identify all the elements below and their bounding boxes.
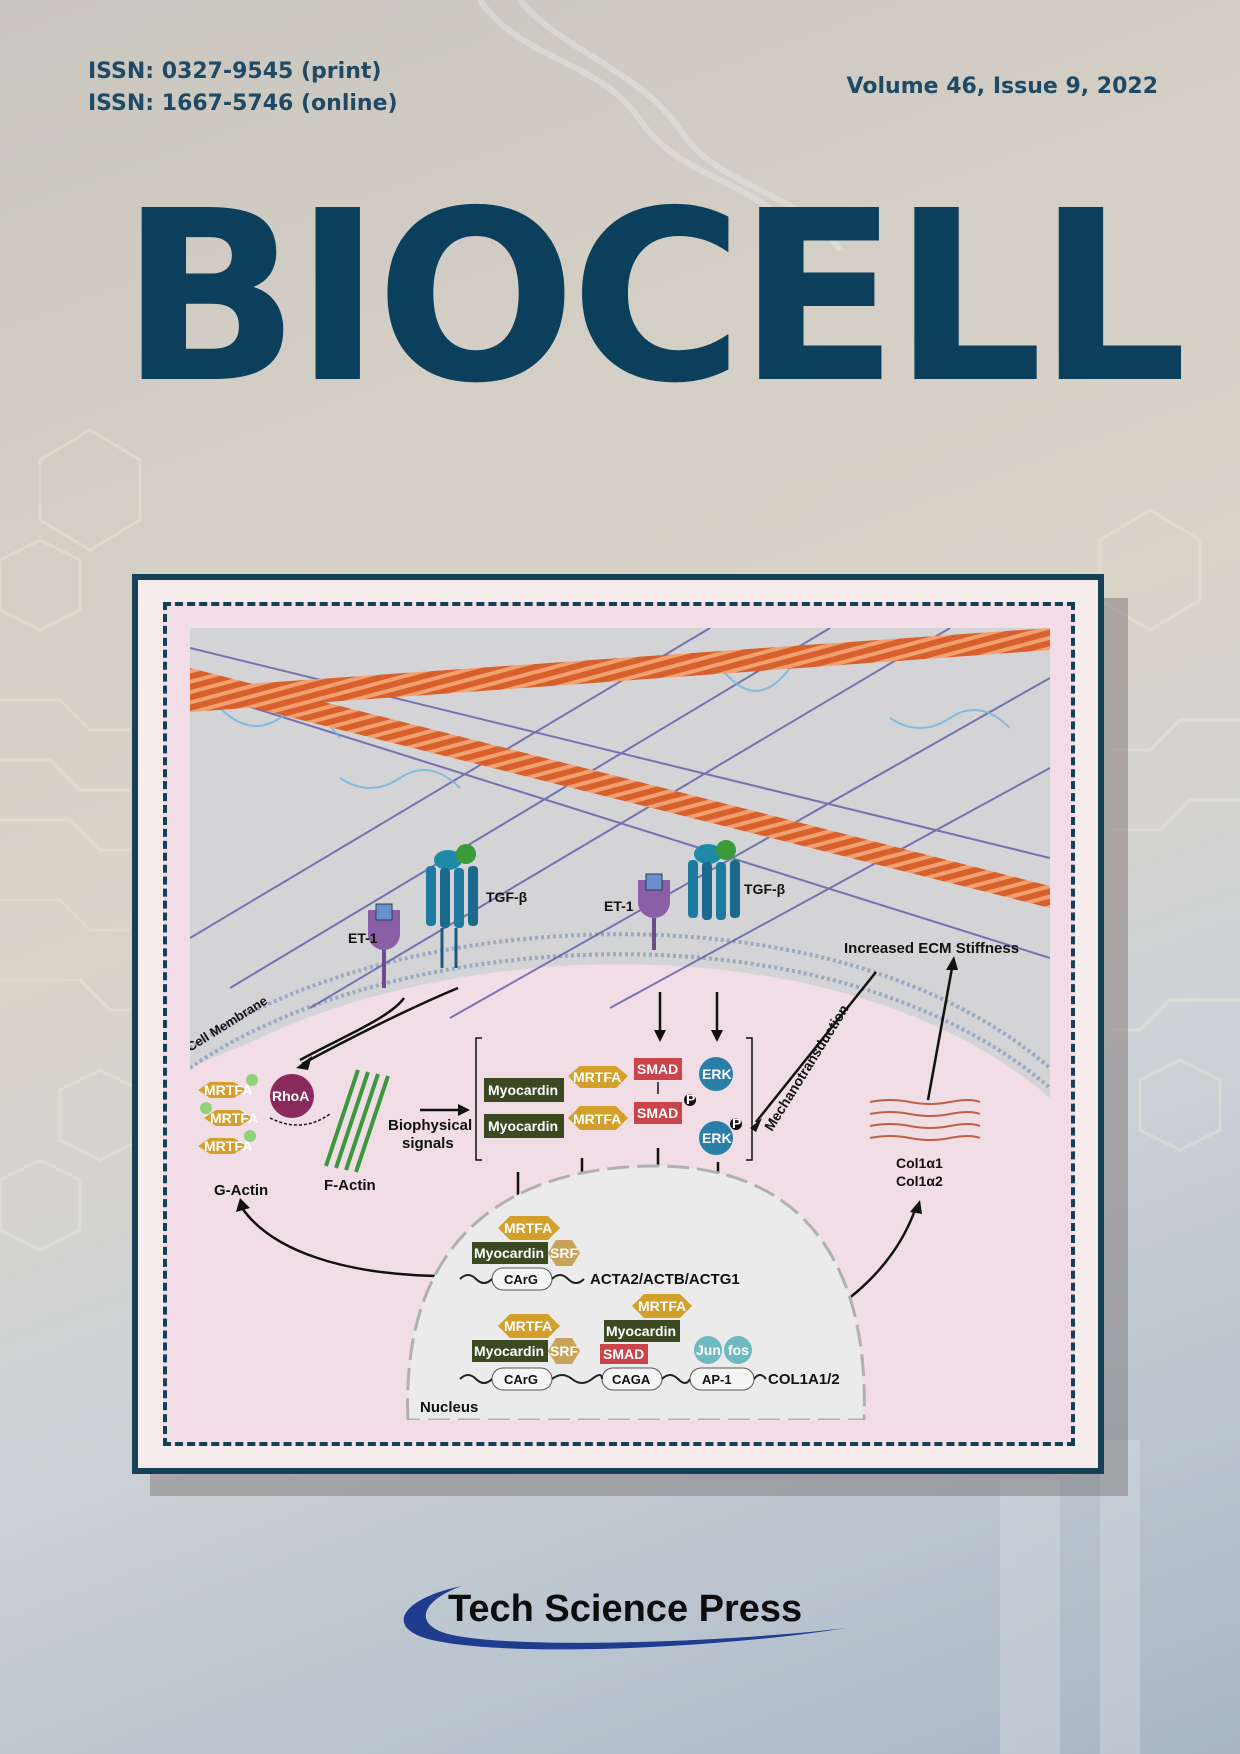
label-erk-1: ERK xyxy=(702,1066,732,1082)
label-nucleus-myocardin-3: Myocardin xyxy=(606,1323,676,1339)
label-col1a1: Col1α1 xyxy=(896,1155,943,1171)
nucleus-mrtfa-1 xyxy=(498,1216,560,1240)
label-myocardin-2: Myocardin xyxy=(488,1118,558,1134)
signaling-pathway-illustration: ET-1 TGF-β ET-1 TGF-β Cell Membrane Incr… xyxy=(190,628,1050,1420)
et1-receptor-left xyxy=(368,903,400,988)
volume-issue: Volume 46, Issue 9, 2022 xyxy=(846,74,1158,99)
nucleus-myocardin-3 xyxy=(604,1320,680,1342)
smad-box-2 xyxy=(634,1102,682,1124)
issn-print: ISSN: 0327-9545 (print) xyxy=(88,59,382,84)
nucleus-mrtfa-2 xyxy=(498,1314,560,1338)
collagen-fiber xyxy=(190,628,1050,712)
label-col1a12: COL1A1/2 xyxy=(768,1371,840,1388)
label-et1-left: ET-1 xyxy=(348,930,378,946)
g-actin-mrtfa-2: MRTFA xyxy=(210,1110,258,1126)
mrtfa-tag-2 xyxy=(568,1106,628,1130)
cell-membrane-arc xyxy=(190,932,1050,1070)
nucleus-myocardin-1 xyxy=(472,1242,548,1264)
label-et1-right: ET-1 xyxy=(604,898,634,914)
label-nucleus: Nucleus xyxy=(420,1399,478,1416)
erk-node-1 xyxy=(699,1057,733,1091)
tgfb-receptor-right xyxy=(688,840,740,920)
label-biophysical-1: Biophysical xyxy=(388,1117,472,1134)
nucleus-myocardin-2 xyxy=(472,1340,548,1362)
col1-fibrils xyxy=(869,1099,981,1141)
f-actin-bundle xyxy=(324,1069,390,1173)
label-nucleus-mrtfa-3: MRTFA xyxy=(638,1298,686,1314)
journal-title: BIOCELL xyxy=(120,160,1187,435)
nucleus-smad xyxy=(600,1344,648,1364)
label-biophysical-2: signals xyxy=(402,1135,454,1152)
label-smad-1: SMAD xyxy=(637,1061,678,1077)
label-acta2: ACTA2/ACTB/ACTG1 xyxy=(590,1271,740,1288)
et1-receptor-right xyxy=(638,873,670,950)
g-actin-mrtfa-3: MRTFA xyxy=(204,1138,252,1154)
rhoa-node xyxy=(270,1074,314,1118)
myocardin-box-1 xyxy=(484,1078,564,1102)
label-mrtfa-1: MRTFA xyxy=(573,1069,621,1085)
label-nucleus-myocardin-2: Myocardin xyxy=(474,1343,544,1359)
nucleus-srf-2 xyxy=(548,1338,580,1364)
issn-online: ISSN: 1667-5746 (online) xyxy=(88,91,398,116)
label-myocardin-1: Myocardin xyxy=(488,1082,558,1098)
label-fos: fos xyxy=(728,1342,749,1358)
label-carg-2: CArG xyxy=(504,1372,538,1387)
publisher-name: Tech Science Press xyxy=(448,1588,803,1630)
label-carg-1: CArG xyxy=(504,1272,538,1287)
label-nucleus-srf-1: SRF xyxy=(550,1245,578,1261)
g-actin-mrtfa-1: MRTFA xyxy=(204,1082,252,1098)
label-smad-2: SMAD xyxy=(637,1105,678,1121)
fos-node xyxy=(724,1336,752,1364)
collagen-fiber xyxy=(190,668,1050,908)
smad-box-1 xyxy=(634,1058,682,1080)
myocardin-box-2 xyxy=(484,1114,564,1138)
label-p-erk: P xyxy=(732,1115,741,1131)
label-col1a2: Col1α2 xyxy=(896,1173,943,1189)
label-rhoa: RhoA xyxy=(272,1088,309,1104)
nucleus-srf-1 xyxy=(548,1240,580,1266)
label-ap1: AP-1 xyxy=(702,1372,732,1387)
label-p-smad: P xyxy=(686,1091,695,1107)
label-nucleus-mrtfa-2: MRTFA xyxy=(504,1318,552,1334)
g-actin-cluster: MRTFA MRTFA MRTFA xyxy=(198,1074,258,1154)
label-f-actin: F-Actin xyxy=(324,1177,376,1194)
issn-block: ISSN: 0327-9545 (print) ISSN: 1667-5746 … xyxy=(88,56,398,120)
label-g-actin: G-Actin xyxy=(214,1182,268,1199)
mrtfa-tag-1 xyxy=(568,1066,628,1088)
label-nucleus-smad: SMAD xyxy=(603,1346,644,1362)
label-nucleus-mrtfa-1: MRTFA xyxy=(504,1220,552,1236)
erk-node-2 xyxy=(699,1121,733,1155)
jun-node xyxy=(694,1336,722,1364)
label-caga: CAGA xyxy=(612,1372,651,1387)
label-mrtfa-2: MRTFA xyxy=(573,1111,621,1127)
nucleus-mrtfa-3 xyxy=(632,1294,692,1318)
label-increased-ecm: Increased ECM Stiffness xyxy=(844,940,1019,957)
label-tgfb-left: TGF-β xyxy=(486,889,528,905)
label-nucleus-myocardin-1: Myocardin xyxy=(474,1245,544,1261)
label-jun: Jun xyxy=(696,1342,721,1358)
tgfb-receptor-left xyxy=(426,844,478,968)
label-erk-2: ERK xyxy=(702,1130,732,1146)
label-nucleus-srf-2: SRF xyxy=(550,1343,578,1359)
label-tgfb-right: TGF-β xyxy=(744,881,786,897)
